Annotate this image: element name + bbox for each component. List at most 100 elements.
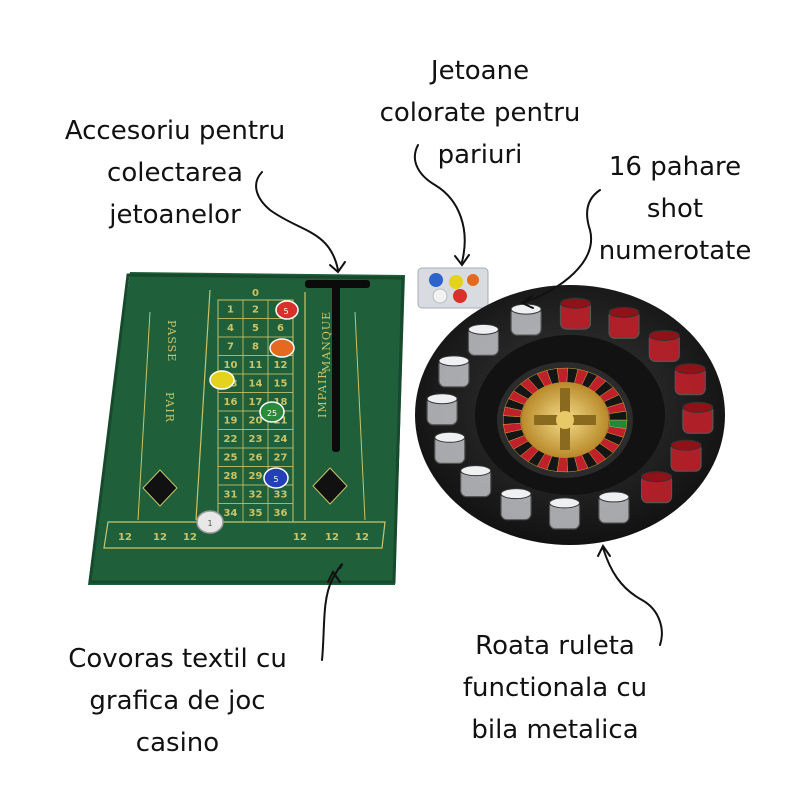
chip-label: 5: [273, 475, 278, 484]
caption-line: numerotate: [598, 236, 752, 266]
chip-yellow: [209, 370, 235, 390]
shot-glass: [434, 431, 466, 464]
caption-line: bila metalica: [471, 715, 639, 745]
caption-line: pariuri: [437, 140, 523, 170]
felt-number: 18: [274, 397, 288, 408]
caption-line: casino: [135, 728, 220, 758]
mat-chips: 5 25 5 1: [196, 300, 299, 534]
shot-glass: [548, 497, 581, 530]
felt-number: 1: [227, 305, 234, 316]
felt-cell: [267, 503, 294, 523]
black-diamond-right: [312, 467, 348, 505]
chip-orange: [269, 338, 295, 358]
shot-glass: [670, 439, 702, 472]
felt-number: 11: [249, 360, 263, 371]
rake-arrow: [255, 171, 339, 271]
caption-glasses: 16 pahare shot numerotate: [575, 146, 775, 272]
felt-word-manque: MANQUE: [320, 311, 333, 372]
felt-number: 16: [224, 397, 238, 408]
felt-number: 15: [274, 379, 288, 390]
dozen-mark: 12: [183, 532, 197, 543]
caption-line: functionala cu: [462, 673, 648, 703]
glasses-arrow: [524, 189, 601, 303]
felt-number: 29: [249, 471, 263, 482]
felt-word-passe: PASSE: [165, 320, 178, 362]
dozen-mark: 12: [325, 532, 339, 543]
felt-number: 20: [249, 416, 263, 427]
felt-number: 4: [227, 323, 234, 334]
felt-number: 7: [227, 342, 234, 353]
felt-number: 12: [274, 360, 288, 371]
felt-number: 33: [274, 490, 288, 501]
caption-line: grafica de joc: [89, 686, 266, 716]
shot-glass: [510, 303, 542, 336]
black-diamond-left: [142, 469, 178, 507]
shot-glass: [648, 329, 680, 362]
wheel-pocket: [502, 415, 521, 425]
felt-number: 25: [224, 453, 238, 464]
caption-line: Roata ruleta: [475, 631, 635, 661]
shot-glass: [598, 491, 630, 524]
felt-number: 19: [224, 416, 238, 427]
felt-word-pair: PAIR: [163, 392, 176, 423]
felt-zero: 0: [252, 288, 259, 299]
felt-number: 34: [224, 508, 238, 519]
felt-number: 21: [274, 416, 288, 427]
rake-tool: [305, 280, 370, 452]
chip-label: 1: [207, 519, 212, 528]
shot-glasses: [426, 297, 714, 530]
felt-number: 27: [274, 453, 288, 464]
dozen-mark: 12: [355, 532, 369, 543]
shot-glass: [559, 297, 592, 330]
chip-blue: [263, 467, 289, 489]
shot-glass: [682, 401, 714, 434]
wheel-pocket: [608, 410, 628, 421]
felt-number: 14: [249, 379, 263, 390]
shot-glass: [608, 306, 640, 339]
shot-glass: [467, 323, 500, 356]
annotation-arrows: [255, 144, 663, 661]
caption-line: Covoras textil cu: [68, 644, 287, 674]
caption-wheel: Roata ruleta functionala cu bila metalic…: [430, 625, 680, 751]
dozen-mark: 12: [153, 532, 167, 543]
chip-white: [196, 510, 224, 534]
felt-number: 6: [277, 323, 284, 334]
felt-number: 32: [249, 490, 263, 501]
caption-mat: Covoras textil cu grafica de joc casino: [40, 638, 315, 764]
shot-glass: [460, 465, 492, 498]
felt-number: 35: [249, 508, 263, 519]
wheel-arrow: [602, 547, 663, 646]
caption-line: colorate pentru: [379, 98, 581, 128]
caption-line: Accesoriu pentru: [64, 116, 286, 146]
shot-glass: [640, 471, 673, 504]
mat-arrow: [321, 563, 343, 661]
felt-number: 23: [249, 434, 263, 445]
felt-number: 8: [252, 342, 259, 353]
caption-line: shot: [646, 194, 704, 224]
chip-green: [259, 401, 285, 423]
chip-box: [417, 267, 489, 309]
felt-number: 10: [224, 360, 238, 371]
chip-red: [275, 300, 299, 320]
felt-number: 26: [249, 453, 263, 464]
felt-number: 17: [249, 397, 263, 408]
caption-line: colectarea: [107, 158, 243, 188]
shot-glass: [426, 393, 458, 426]
felt-number: 24: [274, 434, 288, 445]
shot-glass: [674, 363, 706, 396]
caption-chips: Jetoane colorate pentru pariuri: [345, 50, 615, 176]
chip-label: 5: [283, 307, 288, 316]
shot-glass: [438, 355, 470, 388]
chips-arrow: [413, 144, 466, 263]
chip-label: 25: [267, 409, 277, 418]
caption-rake: Accesoriu pentru colectarea jetoanelor: [40, 110, 310, 236]
caption-line: 16 pahare: [608, 152, 742, 182]
dozen-mark: 12: [118, 532, 132, 543]
felt-number: 5: [252, 323, 259, 334]
felt-number: 28: [224, 471, 238, 482]
felt-number: 22: [224, 434, 238, 445]
shot-glass: [500, 488, 532, 521]
felt-number-grid: 0123456789101112131415161718192021222324…: [217, 288, 294, 523]
